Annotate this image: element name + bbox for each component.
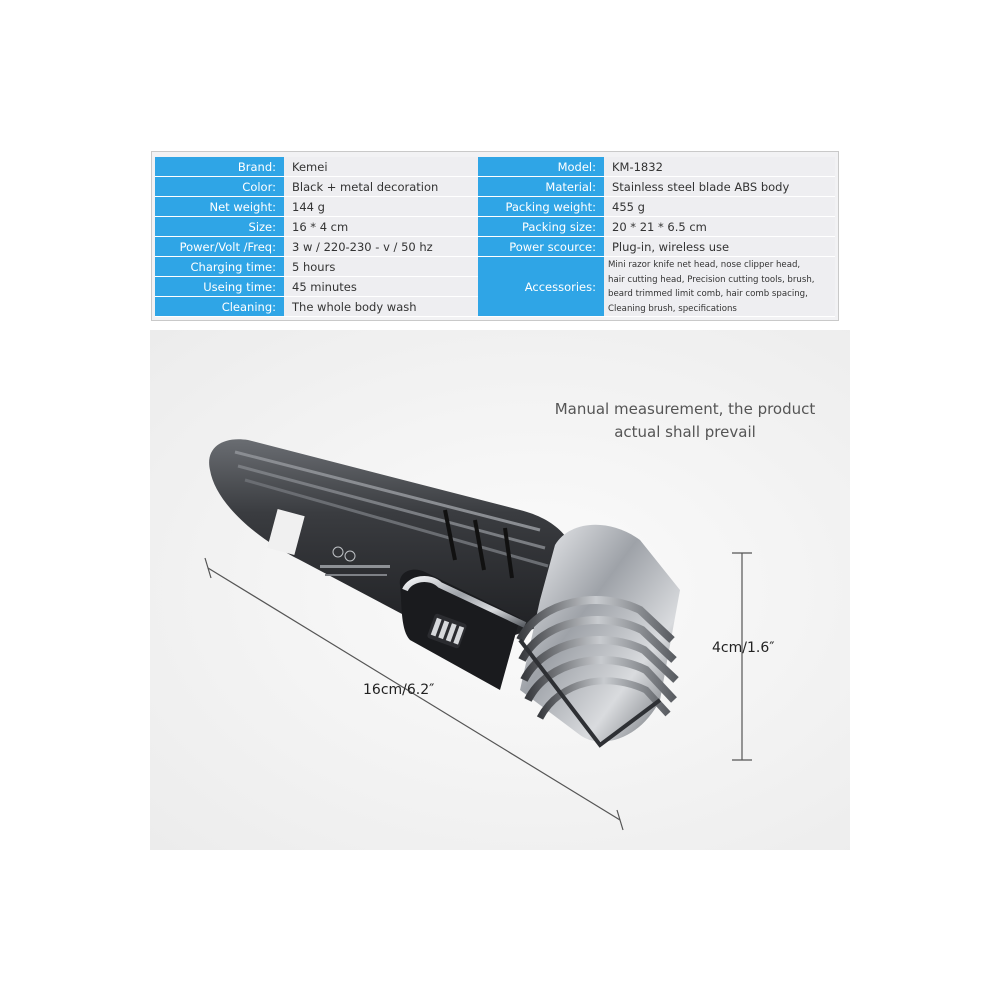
spec-label: Cleaning:: [155, 297, 284, 317]
spec-value-accessories: Mini razor knife net head, nose clipper …: [604, 257, 835, 317]
spec-value: 16 * 4 cm: [284, 217, 478, 237]
spec-label: Brand:: [155, 157, 284, 177]
spec-value: KM-1832: [604, 157, 835, 177]
spec-column-right: Model: KM-1832 Material: Stainless steel…: [478, 157, 835, 317]
spec-row-material: Material: Stainless steel blade ABS body: [478, 177, 835, 197]
length-dimension-line: [204, 557, 624, 831]
spec-value: Kemei: [284, 157, 478, 177]
spec-label: Useing time:: [155, 277, 284, 297]
note-line: actual shall prevail: [614, 423, 756, 441]
spec-label: Color:: [155, 177, 284, 197]
spec-value: 144 g: [284, 197, 478, 217]
spec-row-using-time: Useing time: 45 minutes: [155, 277, 478, 297]
width-label: 4cm/1.6″: [712, 640, 775, 656]
spec-value: Plug-in, wireless use: [604, 237, 835, 257]
spec-label: Accessories:: [478, 257, 604, 317]
spec-label: Power/Volt /Freq:: [155, 237, 284, 257]
body-ridge: [244, 478, 549, 568]
spec-value: The whole body wash: [284, 297, 478, 317]
spec-row-packing-weight: Packing weight: 455 g: [478, 197, 835, 217]
spec-row-power: Power/Volt /Freq: 3 w / 220-230 - v / 50…: [155, 237, 478, 257]
measurement-note: Manual measurement, the product actual s…: [520, 398, 850, 444]
spec-value: 455 g: [604, 197, 835, 217]
body-slot: [473, 519, 486, 571]
note-line: Manual measurement, the product: [554, 400, 816, 418]
spec-value: 5 hours: [284, 257, 478, 277]
switch-trim: [402, 576, 527, 628]
spec-value: Black + metal decoration: [284, 177, 478, 197]
spec-value: 3 w / 220-230 - v / 50 hz: [284, 237, 478, 257]
body-slot: [443, 509, 457, 561]
width-dimension-line: [732, 552, 752, 761]
certification-marks: [320, 546, 390, 576]
spec-table: Brand: Kemei Color: Black + metal decora…: [155, 157, 835, 317]
spec-row-net-weight: Net weight: 144 g: [155, 197, 478, 217]
spec-label: Packing size:: [478, 217, 604, 237]
comb-attachment: [516, 596, 679, 748]
spec-label: Material:: [478, 177, 604, 197]
spec-row-packing-size: Packing size: 20 * 21 * 6.5 cm: [478, 217, 835, 237]
spec-row-color: Color: Black + metal decoration: [155, 177, 478, 197]
trimmer-body: [209, 439, 576, 650]
length-label: 16cm/6.2″: [363, 682, 435, 698]
spec-row-accessories: Accessories: Mini razor knife net head, …: [478, 257, 835, 317]
spec-value: 45 minutes: [284, 277, 478, 297]
spec-column-left: Brand: Kemei Color: Black + metal decora…: [155, 157, 478, 317]
spec-row-power-source: Power scource: Plug-in, wireless use: [478, 237, 835, 257]
spec-label: Net weight:: [155, 197, 284, 217]
power-switch: [427, 613, 467, 649]
spec-label: Charging time:: [155, 257, 284, 277]
trimmer: [209, 439, 680, 748]
body-ridge: [234, 450, 541, 532]
spec-value: 20 * 21 * 6.5 cm: [604, 217, 835, 237]
label-sticker: [267, 509, 305, 555]
spec-label: Power scource:: [478, 237, 604, 257]
spec-row-brand: Brand: Kemei: [155, 157, 478, 177]
spec-row-size: Size: 16 * 4 cm: [155, 217, 478, 237]
spec-label: Packing weight:: [478, 197, 604, 217]
spec-label: Size:: [155, 217, 284, 237]
spec-row-model: Model: KM-1832: [478, 157, 835, 177]
spec-row-cleaning: Cleaning: The whole body wash: [155, 297, 478, 317]
spec-label: Model:: [478, 157, 604, 177]
body-ridge: [237, 464, 546, 550]
spec-value: Stainless steel blade ABS body: [604, 177, 835, 197]
body-slot: [503, 527, 514, 579]
spec-row-charging-time: Charging time: 5 hours: [155, 257, 478, 277]
